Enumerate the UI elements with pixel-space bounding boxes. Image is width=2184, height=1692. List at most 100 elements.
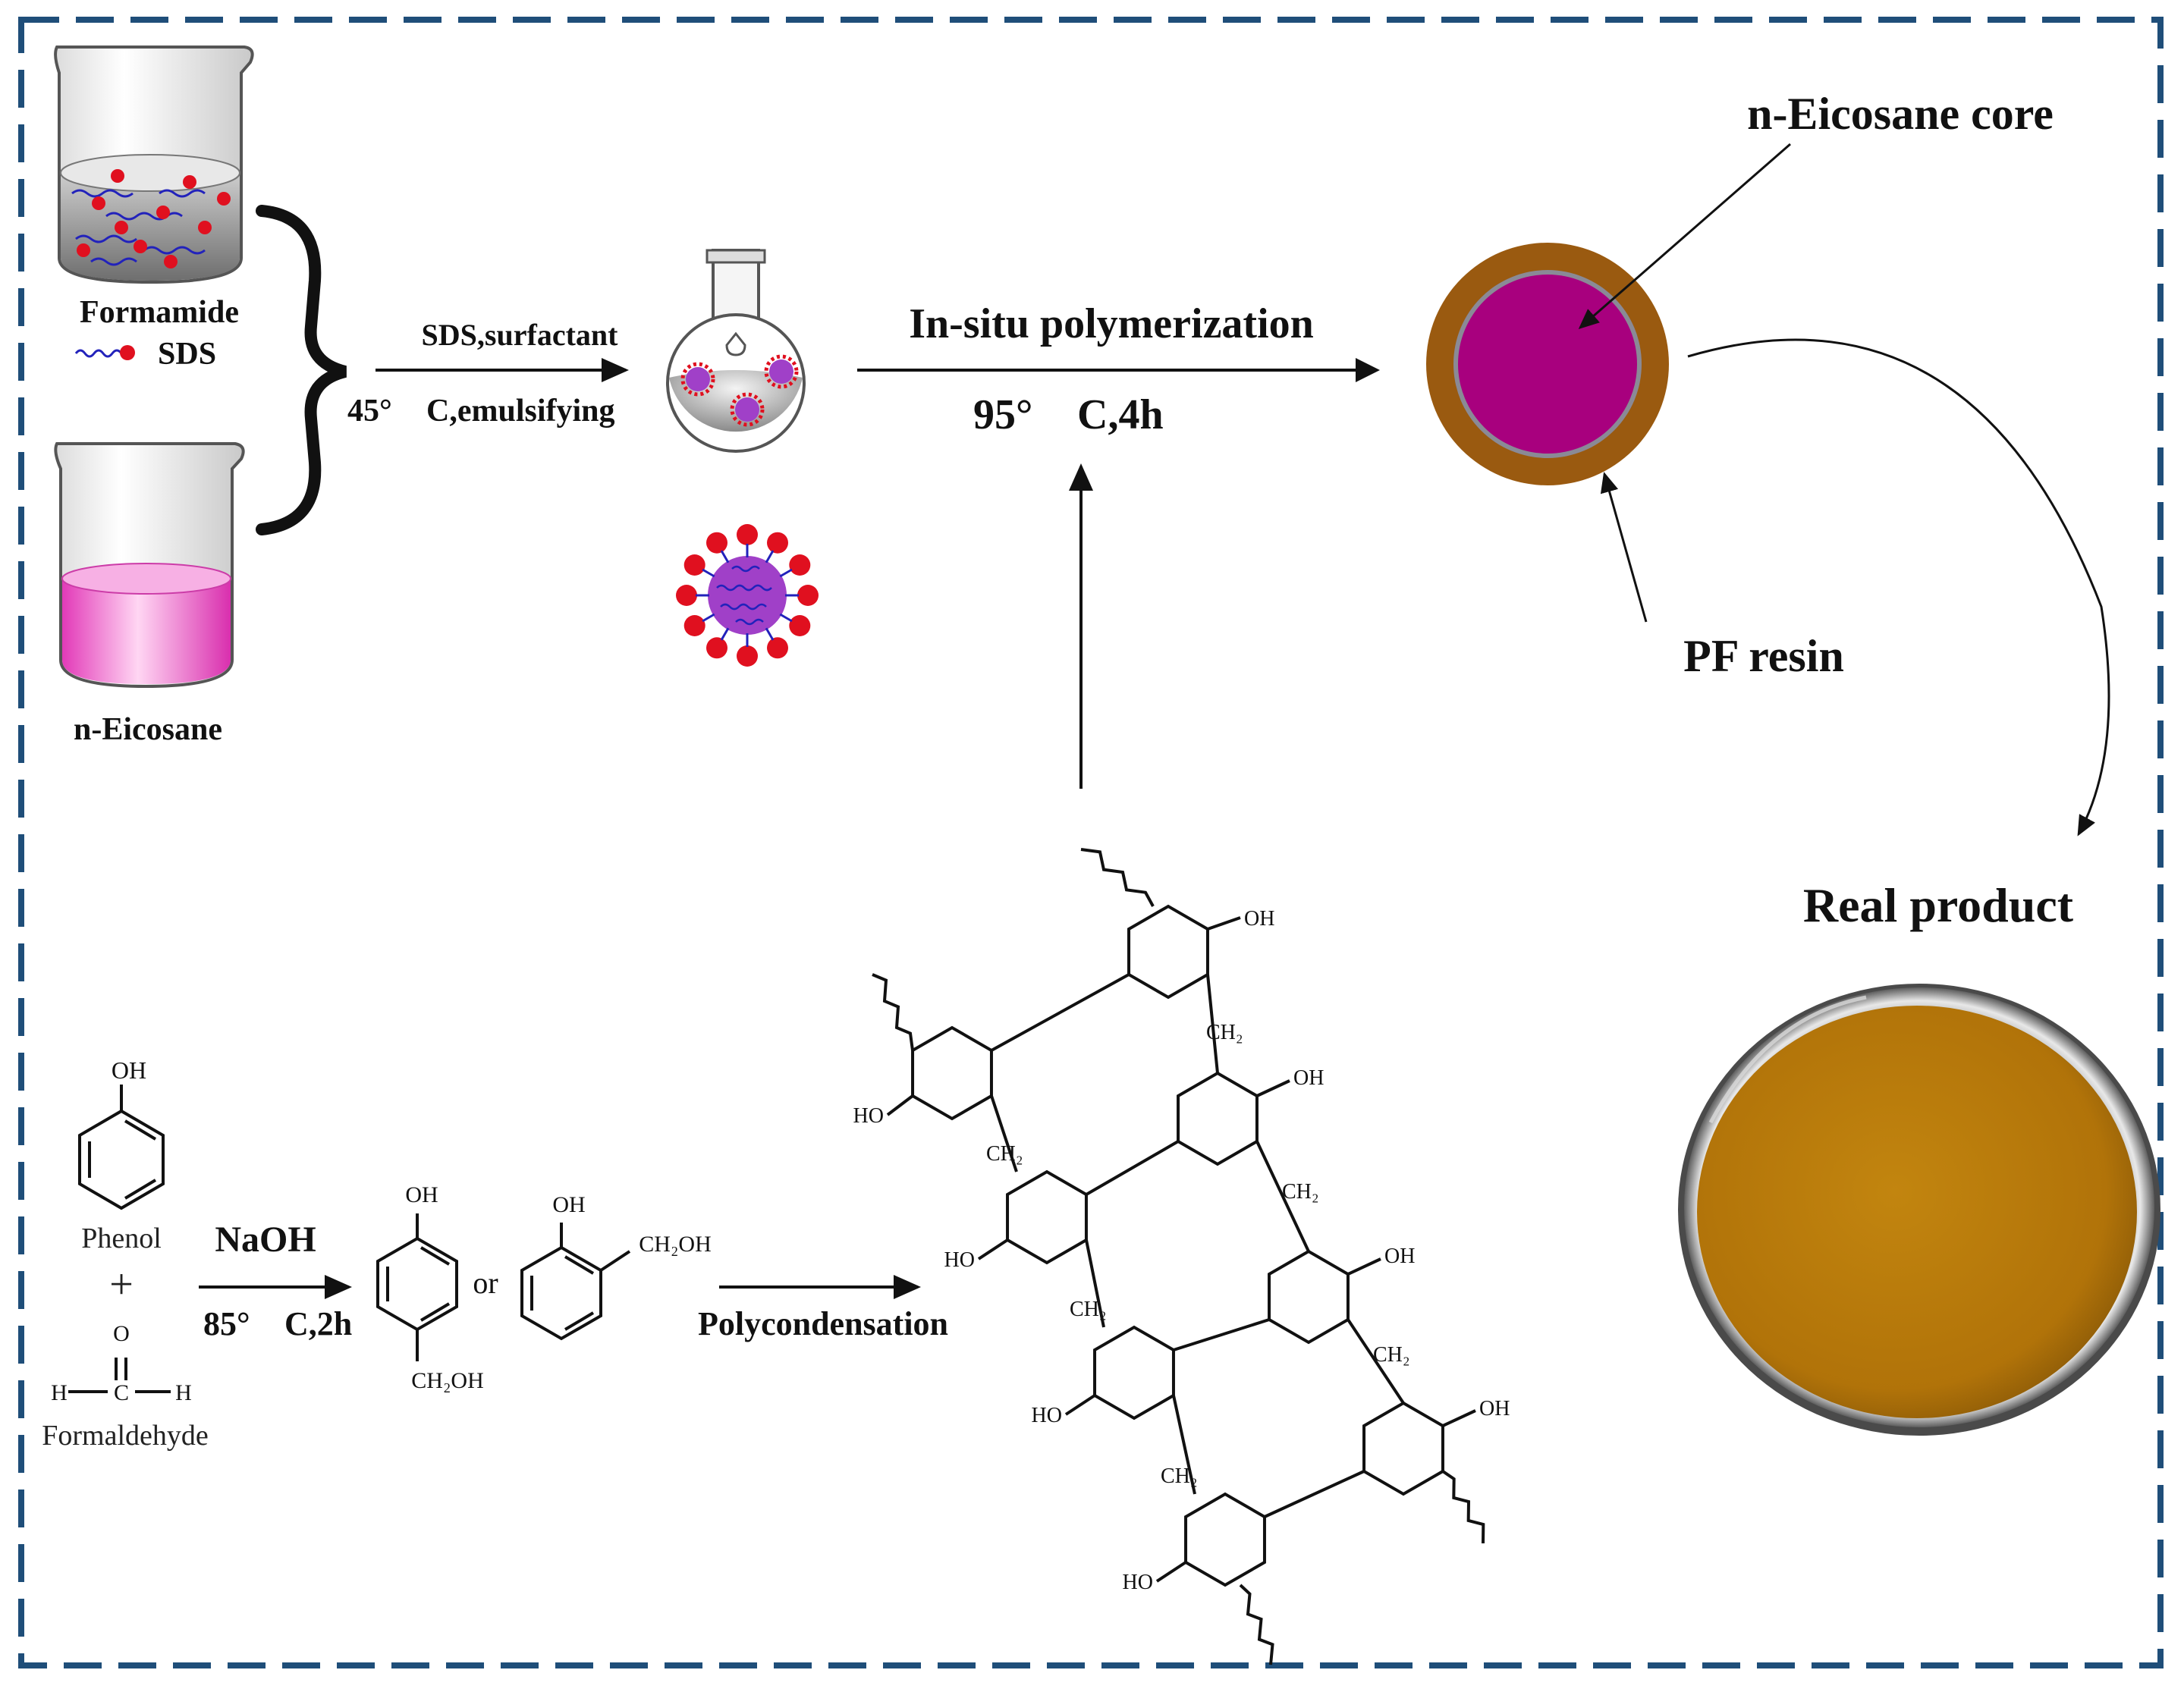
reaction-temp: 85° — [203, 1305, 250, 1342]
shell-pointer — [1600, 472, 1648, 623]
micelle-head-group — [706, 532, 727, 554]
resin-bond — [1172, 1395, 1196, 1495]
resin-chain-end — [872, 973, 914, 1051]
resin-chain-end — [1080, 848, 1155, 907]
formaldehyde-h-left: H — [51, 1380, 68, 1405]
resin-bond — [977, 1238, 1009, 1260]
formaldehyde-structure — [68, 1358, 171, 1393]
resin-bond — [1155, 1561, 1187, 1583]
resin-label: OH — [1384, 1245, 1415, 1268]
resin-label: CH₂ — [1206, 1021, 1243, 1044]
resin-label: OH — [1244, 907, 1274, 931]
resin-label: CH₂ — [1070, 1298, 1107, 1321]
micelle-tail — [765, 550, 775, 563]
benzene-ring — [1177, 1071, 1259, 1166]
resin-chain-end — [1441, 1470, 1485, 1544]
micelle-icon — [676, 524, 819, 667]
micelle-tail — [779, 568, 793, 578]
prod2-oh: OH — [552, 1192, 585, 1217]
emulsify-temp: 45° — [347, 394, 392, 428]
resin-label: OH — [1479, 1397, 1510, 1420]
micelle-head-group — [767, 637, 788, 659]
micelle-head-group — [737, 524, 758, 545]
micelle-head-group — [767, 532, 788, 554]
formamide-label: Formamide — [80, 295, 239, 330]
benzene-ring — [911, 1025, 993, 1121]
polymerize-condition: C,4h — [1077, 391, 1164, 438]
polycondensation-label: Polycondensation — [698, 1305, 948, 1342]
resin-bond — [1255, 1141, 1310, 1252]
resin-bond — [1206, 974, 1219, 1074]
sds-legend-label: SDS — [158, 337, 216, 372]
resin-label: HO — [1032, 1404, 1062, 1427]
resin-bond — [1085, 1239, 1105, 1328]
micelle-head-group — [676, 585, 697, 606]
resin-label: HO — [1123, 1571, 1153, 1594]
core-label: n-Eicosane core — [1747, 89, 2054, 139]
resin-bond — [1264, 1470, 1365, 1518]
resin-bond — [1347, 1318, 1405, 1405]
resin-label: CH₂ — [986, 1142, 1023, 1166]
formaldehyde-o: O — [113, 1321, 130, 1346]
resin-bond — [990, 1095, 1018, 1172]
micelle-tail — [702, 613, 715, 623]
curly-brace — [256, 205, 347, 535]
capsule-to-product-arrow — [1687, 338, 2110, 837]
resin-bond — [1064, 1394, 1096, 1416]
dashed-frame — [18, 17, 2164, 1668]
microcapsule — [1426, 243, 1669, 485]
benzene-ring — [1184, 1492, 1266, 1587]
emulsify-top-label: SDS,surfactant — [422, 318, 619, 352]
micelle-tail — [702, 568, 715, 578]
plus-sign: + — [109, 1261, 134, 1308]
eicosane-beaker — [54, 442, 245, 689]
resin-chain-end — [1239, 1584, 1274, 1665]
micelle-head-group — [797, 585, 819, 606]
resin-bond — [991, 973, 1130, 1052]
benzene-ring — [1362, 1401, 1444, 1496]
shell-label: PF resin — [1683, 631, 1844, 681]
formaldehyde-c: C — [114, 1380, 129, 1405]
micelle-head-group — [789, 554, 811, 576]
micelle-head-group — [706, 637, 727, 659]
benzene-ring — [1006, 1169, 1088, 1265]
resin-label: CH₂ — [1282, 1180, 1319, 1204]
sds-legend-icon — [74, 345, 135, 360]
round-bottom-flask — [666, 249, 806, 453]
resin-bond — [1442, 1409, 1476, 1427]
product-label: Real product — [1803, 878, 2074, 932]
benzene-ring — [1127, 904, 1209, 1000]
core-pointer — [1578, 143, 1791, 329]
benzene-ring — [1268, 1249, 1350, 1345]
micelle-head-group — [683, 554, 705, 576]
resin-label: HO — [853, 1104, 884, 1128]
formaldehyde-h-right: H — [175, 1380, 192, 1405]
resin-bond — [1256, 1079, 1290, 1097]
resin-label: HO — [944, 1248, 975, 1272]
formamide-beaker — [54, 46, 254, 284]
resin-label: CH₂ — [1373, 1343, 1410, 1367]
para-hydroxymethylphenol — [376, 1213, 458, 1361]
prod2-ch2oh: CH₂OH — [639, 1232, 711, 1257]
formaldehyde-label: Formaldehyde — [42, 1420, 209, 1452]
product-powder — [1697, 1006, 2137, 1418]
benzene-ring — [1093, 1325, 1175, 1420]
eicosane-label: n-Eicosane — [74, 712, 222, 747]
micelle-tail — [765, 627, 775, 641]
micelle-head-group — [683, 615, 705, 636]
resin-label: OH — [1293, 1066, 1324, 1090]
pf-resin-network: CH₂ CH₂ CH₂ CH₂ CH₂ CH₂ OH OH OH OH HO HO HO HO — [853, 848, 1510, 1665]
ortho-hydroxymethylphenol — [520, 1223, 631, 1341]
phenol-structure — [78, 1085, 165, 1210]
micelle-head-group — [737, 645, 758, 667]
phenol-label: Phenol — [81, 1223, 162, 1254]
prod1-ch2oh: CH₂OH — [411, 1368, 483, 1393]
reaction-condition: C,2h — [284, 1305, 352, 1342]
micelle-tail — [720, 550, 730, 563]
micelle-tail — [779, 613, 793, 623]
emulsify-condition: C,emulsifying — [426, 394, 615, 428]
resin-label: CH₂ — [1161, 1464, 1198, 1488]
resin-bond — [886, 1094, 914, 1116]
or-label: or — [473, 1266, 498, 1300]
